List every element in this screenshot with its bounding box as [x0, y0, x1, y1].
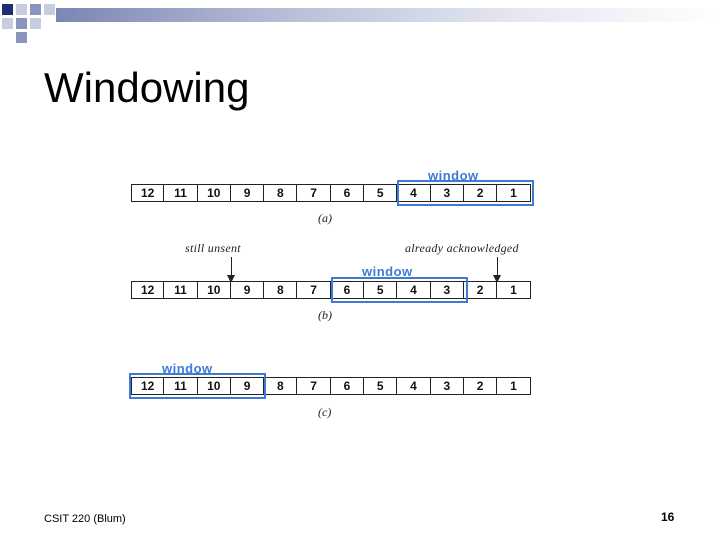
sequence-cell: 12 [131, 377, 165, 395]
sequence-cell: 6 [330, 377, 365, 395]
sequence-cell: 9 [230, 281, 265, 299]
sequence-cell: 2 [463, 281, 498, 299]
header-square [16, 32, 27, 43]
caption-c: (c) [318, 405, 332, 419]
sequence-cell: 12 [131, 184, 165, 202]
window-label-c: window [162, 361, 213, 376]
header-gradient-strip [56, 8, 720, 22]
sequence-cell: 4 [397, 377, 431, 395]
page-number: 16 [661, 510, 675, 524]
arrow-still-unsent-shaft [231, 257, 232, 277]
header-decoration [0, 0, 720, 46]
sequence-cell: 5 [364, 281, 398, 299]
window-box-b [331, 277, 468, 303]
sequence-cell: 10 [197, 281, 231, 299]
header-square [16, 4, 27, 15]
annotation-already-acknowledged: already acknowledged [405, 241, 519, 255]
annotation-still-unsent: still unsent [185, 241, 241, 255]
sequence-cell: 3 [430, 377, 464, 395]
header-square [16, 18, 27, 29]
sequence-cell: 9 [230, 377, 265, 395]
sequence-cell: 10 [197, 377, 231, 395]
arrow-still-unsent-head [227, 275, 235, 283]
sequence-cell: 9 [230, 184, 265, 202]
arrow-acknowledged-head [493, 275, 501, 283]
window-box-a [397, 180, 534, 206]
window-box-c [129, 373, 266, 399]
sequence-cell: 1 [497, 184, 531, 202]
sequence-cell: 5 [364, 377, 398, 395]
sequence-cell: 7 [297, 377, 331, 395]
footer-course-label: CSIT 220 (Blum) [44, 513, 126, 525]
sequence-cell: 2 [463, 377, 498, 395]
sequence-cell: 2 [463, 184, 498, 202]
sequence-cell: 4 [397, 184, 431, 202]
header-square [44, 4, 55, 15]
sequence-cell: 1 [497, 377, 531, 395]
sequence-cell: 3 [430, 281, 464, 299]
sequence-cell: 10 [197, 184, 231, 202]
header-square [2, 18, 13, 29]
sequence-cell: 6 [330, 184, 365, 202]
header-square [30, 4, 41, 15]
window-label-a: window [428, 168, 479, 183]
sequence-cell: 1 [497, 281, 531, 299]
sequence-cell: 6 [330, 281, 365, 299]
sequence-cell: 3 [430, 184, 464, 202]
arrow-acknowledged-shaft [497, 257, 498, 277]
sequence-cell: 5 [364, 184, 398, 202]
sequence-cell: 8 [264, 184, 298, 202]
caption-b: (b) [318, 308, 332, 322]
sequence-cell: 11 [164, 281, 198, 299]
sequence-cell: 11 [164, 184, 198, 202]
sequence-cell: 7 [297, 184, 331, 202]
sequence-cell: 4 [397, 281, 431, 299]
slide-title: Windowing [44, 64, 250, 111]
header-square [2, 4, 13, 15]
header-square [30, 18, 41, 29]
sequence-cell: 12 [131, 281, 165, 299]
sequence-cell: 11 [164, 377, 198, 395]
caption-a: (a) [318, 211, 332, 225]
sequence-cell: 8 [264, 281, 298, 299]
window-label-b: window [362, 264, 413, 279]
sequence-cell: 8 [264, 377, 298, 395]
sequence-cell: 7 [297, 281, 331, 299]
